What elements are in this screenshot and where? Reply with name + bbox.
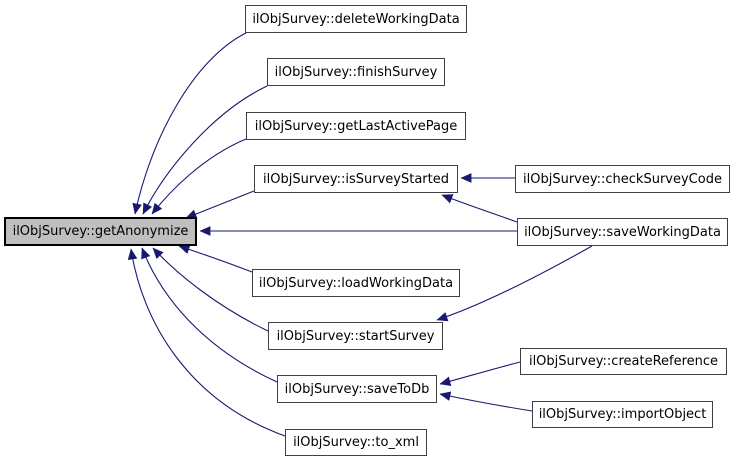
edge-saveworkingdata-to-issurveystarted xyxy=(441,194,518,223)
node-ilobjsurvey-checksurveycode[interactable]: ilObjSurvey::checkSurveyCode xyxy=(515,165,730,193)
node-ilobjsurvey-createreference[interactable]: ilObjSurvey::createReference xyxy=(520,348,727,375)
node-ilobjsurvey-importobject[interactable]: ilObjSurvey::importObject xyxy=(532,401,713,428)
node-ilobjsurvey-saveworkingdata[interactable]: ilObjSurvey::saveWorkingData xyxy=(517,218,728,246)
node-ilobjsurvey-startsurvey[interactable]: ilObjSurvey::startSurvey xyxy=(268,322,443,350)
edge-issurveystarted-to-getanonymize xyxy=(185,190,255,219)
node-ilobjsurvey-finishsurvey[interactable]: ilObjSurvey::finishSurvey xyxy=(267,58,445,86)
edge-getlastactivepage-to-getanonymize xyxy=(151,138,247,215)
edge-createreference-to-savetodb xyxy=(439,361,521,386)
node-ilobjsurvey-loadworkingdata[interactable]: ilObjSurvey::loadWorkingData xyxy=(252,269,460,297)
node-ilobjsurvey-issurveystarted[interactable]: ilObjSurvey::isSurveyStarted xyxy=(254,165,458,193)
node-ilobjsurvey-to-xml[interactable]: ilObjSurvey::to_xml xyxy=(285,429,427,456)
edge-saveworkingdata-to-startsurvey xyxy=(436,245,593,322)
node-ilobjsurvey-savetodb[interactable]: ilObjSurvey::saveToDb xyxy=(277,375,437,403)
edge-finishsurvey-to-getanonymize xyxy=(142,85,268,215)
node-ilobjsurvey-deleteworkingdata[interactable]: ilObjSurvey::deleteWorkingData xyxy=(245,5,467,33)
edge-toxml-to-getanonymize xyxy=(127,248,286,437)
edge-deleteworkingdata-to-getanonymize xyxy=(132,32,247,215)
edge-importobject-to-savetodb xyxy=(439,391,533,412)
edge-startsurvey-to-getanonymize xyxy=(152,247,269,332)
node-ilobjsurvey-getlastactivepage[interactable]: ilObjSurvey::getLastActivePage xyxy=(246,112,466,140)
node-ilobjsurvey-getanonymize: ilObjSurvey::getAnonymize xyxy=(4,217,197,246)
edge-savetodb-to-getanonymize xyxy=(141,247,278,383)
edge-loadworkingdata-to-getanonymize xyxy=(178,244,253,273)
